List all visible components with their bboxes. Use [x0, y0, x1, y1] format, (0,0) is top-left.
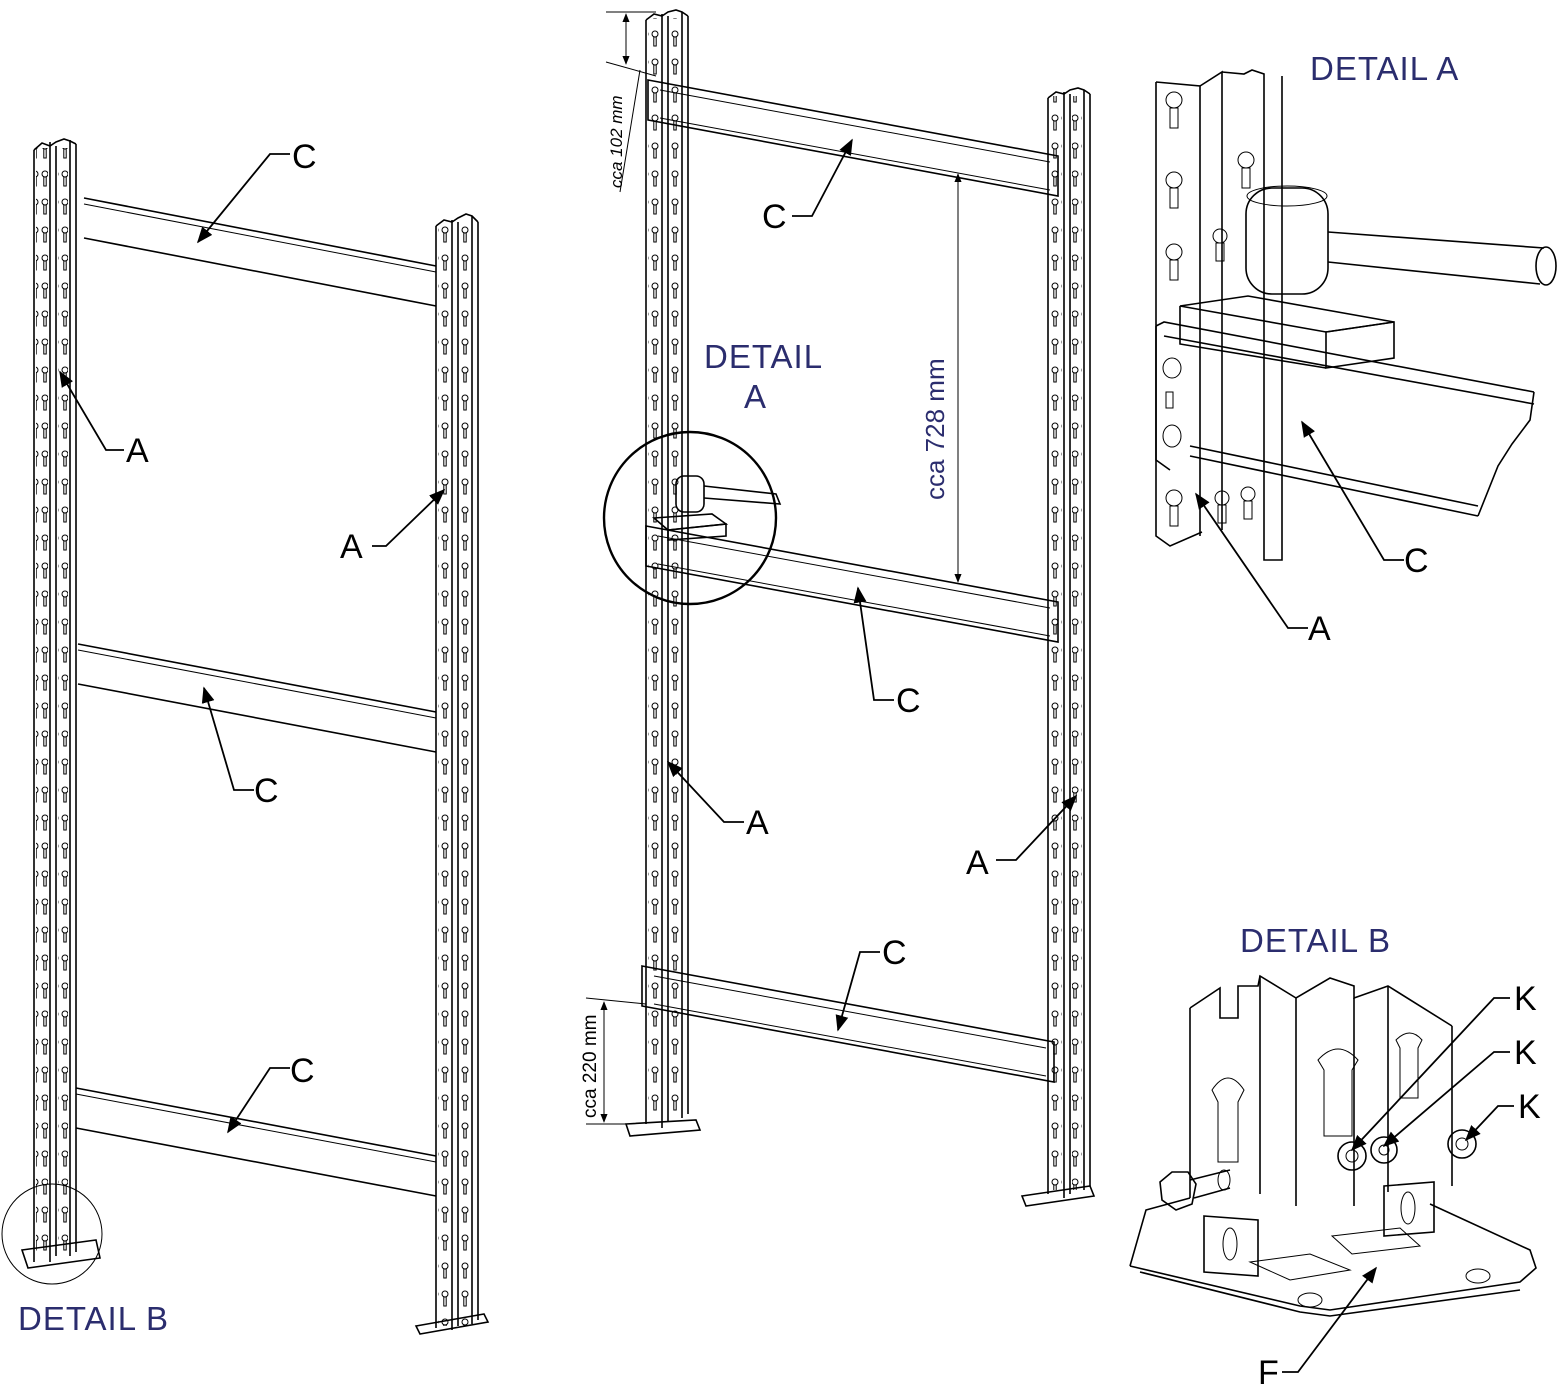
middle-frame-beam-top [647, 79, 1059, 197]
middle-frame-upright-right [1020, 87, 1096, 1207]
hammer-icon [651, 475, 782, 541]
detail-b-nut-icons [1337, 1129, 1477, 1171]
detail-a-beam [1155, 321, 1535, 517]
label-a-middle-right: A [966, 844, 989, 882]
detail-b-foot-brackets [1203, 1181, 1435, 1277]
detail-a-caption-middle-line1: DETAIL [704, 338, 823, 375]
detail-b-marker-circle [1, 1183, 103, 1285]
dimension-top-offset: cca 102 mm [605, 11, 657, 193]
label-c-left-top: C [292, 138, 317, 176]
label-f: F [1258, 1354, 1279, 1392]
dimension-bottom-offset: cca 220 mm [580, 997, 647, 1125]
label-c-middle-top: C [762, 198, 787, 236]
label-a-right-upright: A [340, 528, 363, 566]
left-frame-beam-bottom [75, 1087, 437, 1197]
detail-b-base-plate [1129, 1197, 1537, 1317]
detail-a-keyhole-slots [1165, 91, 1256, 527]
detail-a-title: DETAIL A [1310, 50, 1459, 87]
label-k-3: K [1518, 1088, 1541, 1126]
detail-b-upright [1189, 974, 1453, 1206]
left-frame-beam-top [83, 197, 437, 307]
dimension-beam-spacing-text: cca 728 mm [920, 358, 950, 500]
label-c-left-middle: C [254, 772, 279, 810]
middle-frame: cca 102 mm cca 728 mm cca 220 mm C DETAI… [580, 9, 1096, 1207]
label-c-detail-a: C [1404, 542, 1429, 580]
dimension-bottom-offset-text: cca 220 mm [580, 1015, 601, 1118]
detail-b-title: DETAIL B [1240, 922, 1391, 959]
label-c-middle-bottom: C [882, 934, 907, 972]
detail-b-bolt-icon [1159, 1169, 1231, 1211]
middle-frame-upright-left [624, 9, 702, 1137]
detail-b-caption-left: DETAIL B [18, 1300, 169, 1337]
label-a-left-upright: A [126, 432, 149, 470]
detail-a-illustration: DETAIL A C A [1155, 50, 1557, 648]
label-k-1: K [1514, 980, 1537, 1018]
label-k-2: K [1514, 1034, 1537, 1072]
middle-frame-beam-bottom [641, 965, 1055, 1083]
label-a-middle-left: A [746, 804, 769, 842]
left-frame: C A A C C DETAIL B [1, 138, 490, 1337]
left-frame-beam-middle [77, 643, 437, 753]
detail-a-hammer-icon [1245, 185, 1557, 295]
dimension-beam-spacing: cca 728 mm [920, 173, 962, 583]
label-a-detail-a: A [1308, 610, 1331, 648]
detail-a-marker-circle [602, 430, 778, 606]
label-c-left-bottom: C [290, 1052, 315, 1090]
detail-b-illustration: DETAIL B K K K F [1129, 922, 1541, 1392]
detail-a-caption-middle-line2: A [744, 378, 767, 415]
dimension-top-offset-text: cca 102 mm [607, 95, 626, 188]
middle-frame-beam-middle [645, 525, 1059, 643]
detail-a-wood-block [1179, 295, 1395, 369]
left-frame-upright-right [414, 213, 490, 1335]
label-c-middle-middle: C [896, 682, 921, 720]
left-frame-upright-left [20, 138, 101, 1269]
